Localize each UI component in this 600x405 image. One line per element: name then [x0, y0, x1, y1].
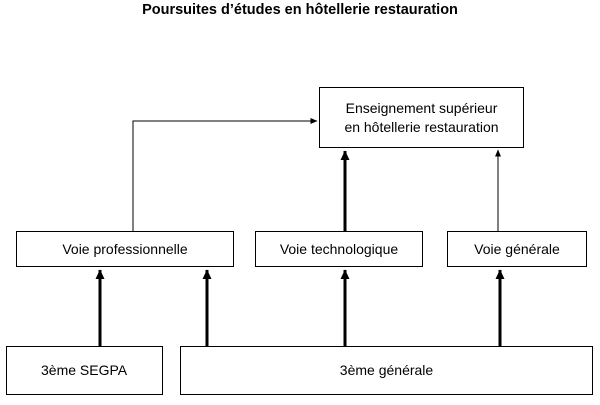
box-3eme-generale: 3ème générale	[180, 346, 593, 395]
box-voie-generale: Voie générale	[447, 231, 587, 267]
box-3eme-generale-label: 3ème générale	[339, 362, 434, 378]
box-voie-technologique: Voie technologique	[255, 231, 423, 267]
diagram-title: Poursuites d’études en hôtellerie restau…	[142, 2, 458, 18]
box-superieur-line2: en hôtellerie restauration	[344, 118, 499, 135]
box-voie-generale-label: Voie générale	[474, 240, 560, 257]
box-superieur-line1: Enseignement supérieur	[345, 99, 498, 116]
box-3eme-segpa: 3ème SEGPA	[6, 346, 163, 395]
box-enseignement-superieur: Enseignement supérieur en hôtellerie res…	[319, 87, 524, 148]
box-voie-professionnelle-label: Voie professionnelle	[62, 240, 188, 257]
arrow-pro-to-sup	[132, 118, 318, 231]
box-voie-professionnelle: Voie professionnelle	[16, 231, 234, 267]
box-voie-technologique-label: Voie technologique	[279, 240, 399, 257]
box-3eme-segpa-label: 3ème SEGPA	[41, 362, 128, 378]
